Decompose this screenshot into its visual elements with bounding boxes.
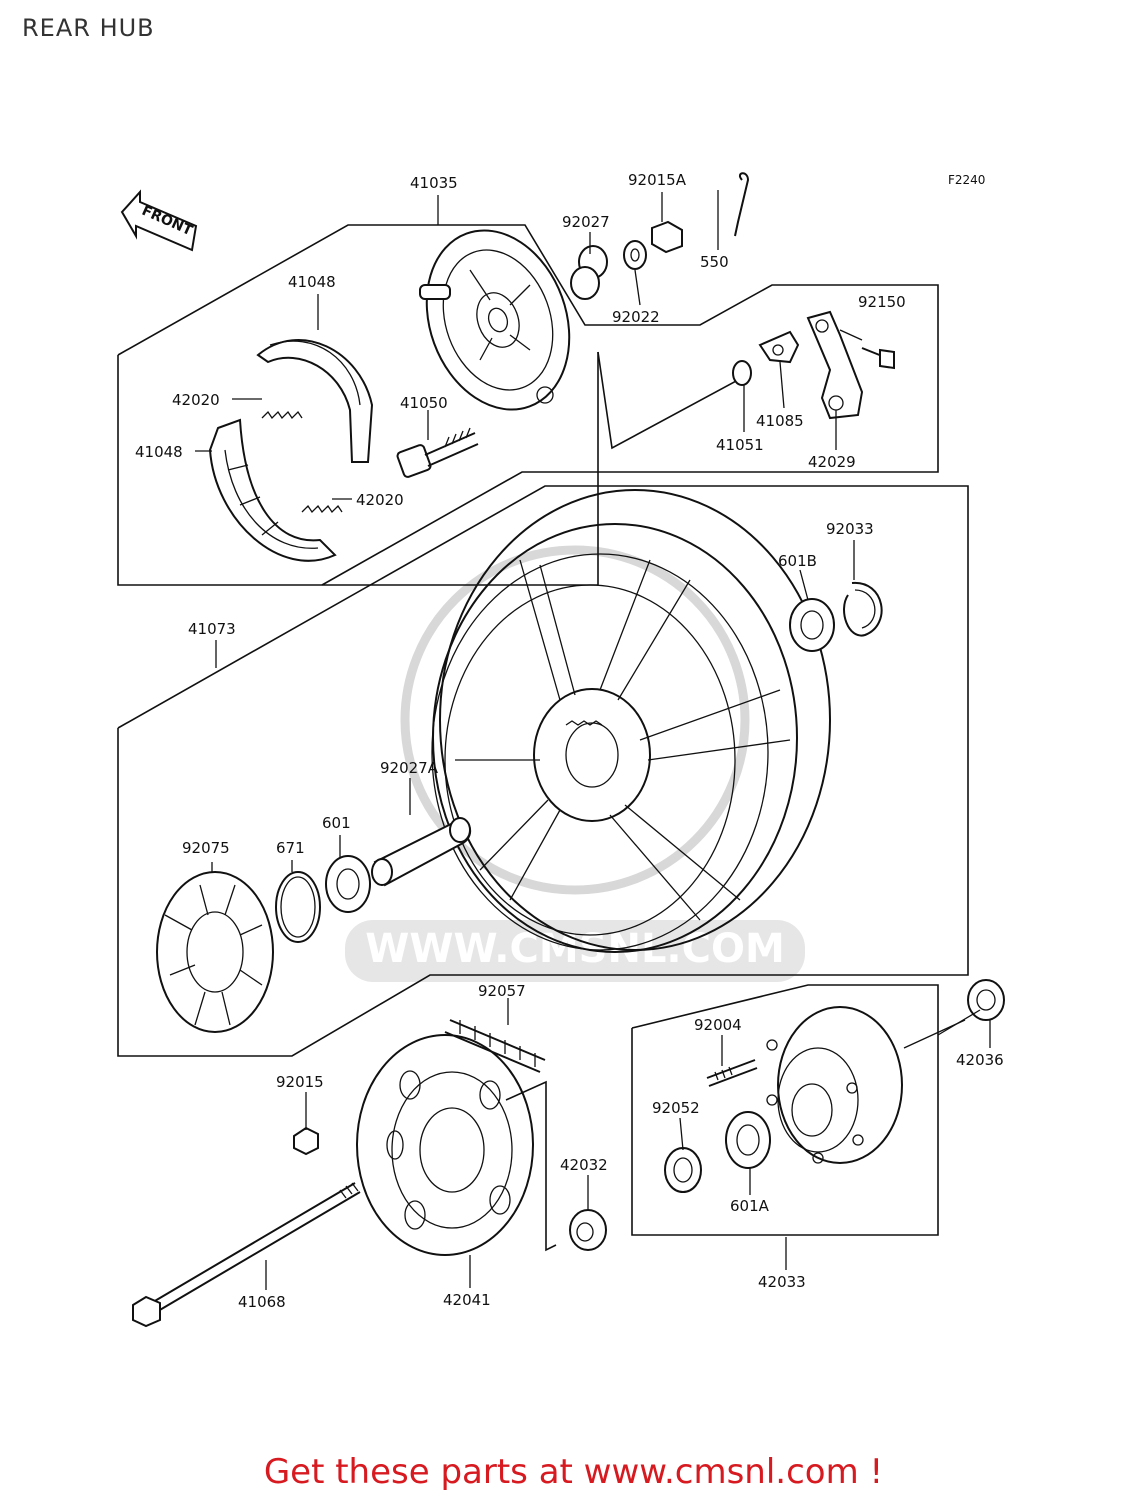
label-92022: 92022 [612, 308, 660, 326]
label-601b: 601B [778, 552, 817, 570]
bearing-601 [325, 855, 371, 913]
label-41048-lower: 41048 [135, 443, 183, 461]
label-671: 671 [276, 839, 305, 857]
oil-seal-92052 [664, 1147, 702, 1193]
page-title: REAR HUB [22, 14, 155, 42]
brake-shoe-upper [256, 338, 374, 463]
label-92027: 92027 [562, 213, 610, 231]
nut-42036 [967, 979, 1005, 1021]
label-41048-upper: 41048 [288, 273, 336, 291]
brake-spring-upper [261, 410, 303, 420]
axle-41068 [132, 1182, 361, 1328]
bearing-601a [725, 1111, 771, 1169]
label-92015a: 92015A [628, 171, 687, 189]
front-arrow: FRONT [120, 189, 198, 252]
brake-panel-group [117, 172, 939, 586]
label-92075: 92075 [182, 839, 230, 857]
wheel-41073 [431, 489, 831, 953]
label-92027a: 92027A [380, 759, 439, 777]
brake-cam [396, 427, 479, 478]
nut-92015a [651, 220, 683, 254]
label-41073: 41073 [188, 620, 236, 638]
watermark-text: WWW.CMSNL.COM [365, 926, 785, 972]
washer-41051 [732, 360, 752, 386]
bolt-92150 [861, 347, 895, 370]
stud-92004 [706, 1059, 758, 1087]
label-42036: 42036 [956, 1051, 1004, 1069]
label-41050: 41050 [400, 394, 448, 412]
leader-lines [195, 190, 991, 1290]
part-labels: 41035 92015A 550 92027 92022 41048 42020… [135, 171, 1004, 1311]
collar-42032 [569, 1209, 607, 1251]
brake-panel-41035 [419, 229, 571, 411]
label-41085: 41085 [756, 412, 804, 430]
damper-92075 [156, 871, 274, 1033]
brake-shoe-lower [208, 418, 337, 562]
label-92004: 92004 [694, 1016, 742, 1034]
label-42029: 42029 [808, 453, 856, 471]
washer-92022 [623, 240, 647, 270]
label-92057: 92057 [478, 982, 526, 1000]
indicator-41085 [758, 330, 800, 364]
label-42020-lower: 42020 [356, 491, 404, 509]
coupling-group [631, 979, 1005, 1236]
label-42032: 42032 [560, 1156, 608, 1174]
label-92015: 92015 [276, 1073, 324, 1091]
circlip-92033 [843, 581, 883, 637]
label-42020-upper: 42020 [172, 391, 220, 409]
footer-cta[interactable]: Get these parts at www.cmsnl.com ! [263, 1452, 884, 1492]
label-92052: 92052 [652, 1099, 700, 1117]
label-42041: 42041 [443, 1291, 491, 1309]
nut-92015 [293, 1126, 319, 1156]
collar-92027a [371, 817, 472, 887]
label-42033: 42033 [758, 1273, 806, 1291]
sprocket-42041 [356, 1034, 534, 1256]
cam-lever-42029 [806, 310, 864, 420]
watermark: WWW.CMSNL.COM [345, 545, 805, 982]
label-601a: 601A [730, 1197, 770, 1215]
wheel-group [117, 485, 969, 1057]
coupling-42033 [766, 1006, 903, 1164]
label-41068: 41068 [238, 1293, 286, 1311]
label-92033: 92033 [826, 520, 874, 538]
bearing-601b [789, 598, 835, 652]
label-41051: 41051 [716, 436, 764, 454]
brake-spring-lower [301, 504, 343, 514]
label-92150: 92150 [858, 293, 906, 311]
figure-code: F2240 [948, 173, 985, 187]
label-601: 601 [322, 814, 351, 832]
label-550: 550 [700, 253, 729, 271]
o-ring-671 [275, 871, 321, 943]
label-41035: 41035 [410, 174, 458, 192]
spacer-92027 [570, 245, 608, 300]
chain-92057 [444, 1019, 557, 1252]
cotter-pin-550 [734, 172, 750, 237]
